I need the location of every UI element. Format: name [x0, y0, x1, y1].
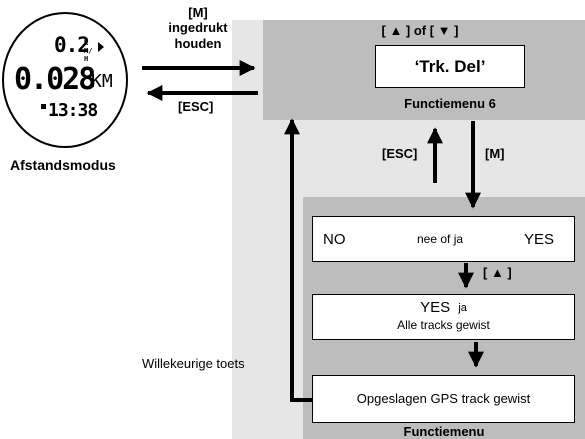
watch-speed: 0.2: [54, 33, 90, 57]
confirm-yes-line: YES ja: [313, 299, 574, 317]
function-menu-6-caption: Functiemenu 6: [404, 96, 496, 111]
result-text: Opgeslagen GPS track gewist: [356, 391, 531, 406]
result-box: Opgeslagen GPS track gewist: [312, 375, 575, 423]
watch-speed-marker-icon: [98, 42, 104, 52]
nav-hint: [ ▲ ] of [ ▼ ]: [381, 23, 459, 38]
esc-up-label: [ESC]: [382, 146, 418, 161]
any-key-label: Willekeurige toets: [142, 356, 245, 371]
confirm-ja: ja: [458, 302, 467, 314]
watch-distance-unit: KM: [91, 71, 113, 92]
choice-text: nee of ja: [417, 232, 464, 246]
menu-item-box: ‘Trk. Del’: [375, 45, 525, 88]
watch-speed-unit: KM/H: [84, 39, 93, 63]
watch-time: 13:38: [48, 100, 98, 121]
no-option: NO: [323, 231, 346, 248]
m-down-label: [M]: [485, 146, 505, 161]
watch-time-indicator-icon: [41, 104, 46, 109]
hold-label: ingedrukt houden: [168, 20, 228, 51]
esc-return-label: [ESC]: [178, 99, 214, 114]
menu-item-text: ‘Trk. Del’: [414, 57, 486, 76]
confirm-box: YES ja Alle tracks gewist: [312, 294, 575, 340]
confirm-text: Alle tracks gewist: [397, 318, 490, 332]
function-menu-caption: Functiemenu: [403, 424, 485, 439]
mode-label: Afstandsmodus: [10, 157, 116, 173]
confirm-yes: YES: [420, 299, 451, 316]
watch-distance: 0.028: [14, 62, 96, 97]
m-key-label: [M]: [188, 5, 208, 20]
any-key-return-line: [284, 118, 312, 402]
yes-option: YES: [524, 231, 555, 248]
choice-box: NO nee of ja YES: [312, 216, 575, 262]
watch-face: [2, 12, 128, 148]
up-key-label: [ ▲ ]: [483, 265, 512, 280]
